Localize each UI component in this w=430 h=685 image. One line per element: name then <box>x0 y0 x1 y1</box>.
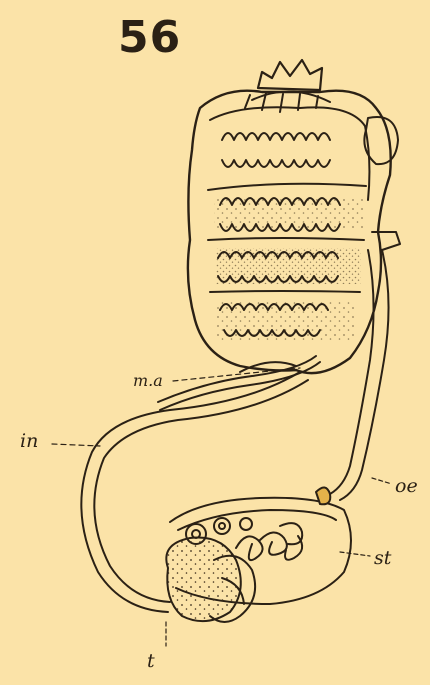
label-st: st <box>374 549 391 568</box>
label-ma: m.a <box>133 373 163 389</box>
label-in: in <box>20 432 38 451</box>
label-t: t <box>147 652 155 671</box>
ring-structure <box>364 117 398 164</box>
gland-mass <box>166 537 240 621</box>
label-oe: oe <box>395 477 418 496</box>
crown-apex <box>258 60 322 90</box>
oesophagus <box>340 250 389 500</box>
